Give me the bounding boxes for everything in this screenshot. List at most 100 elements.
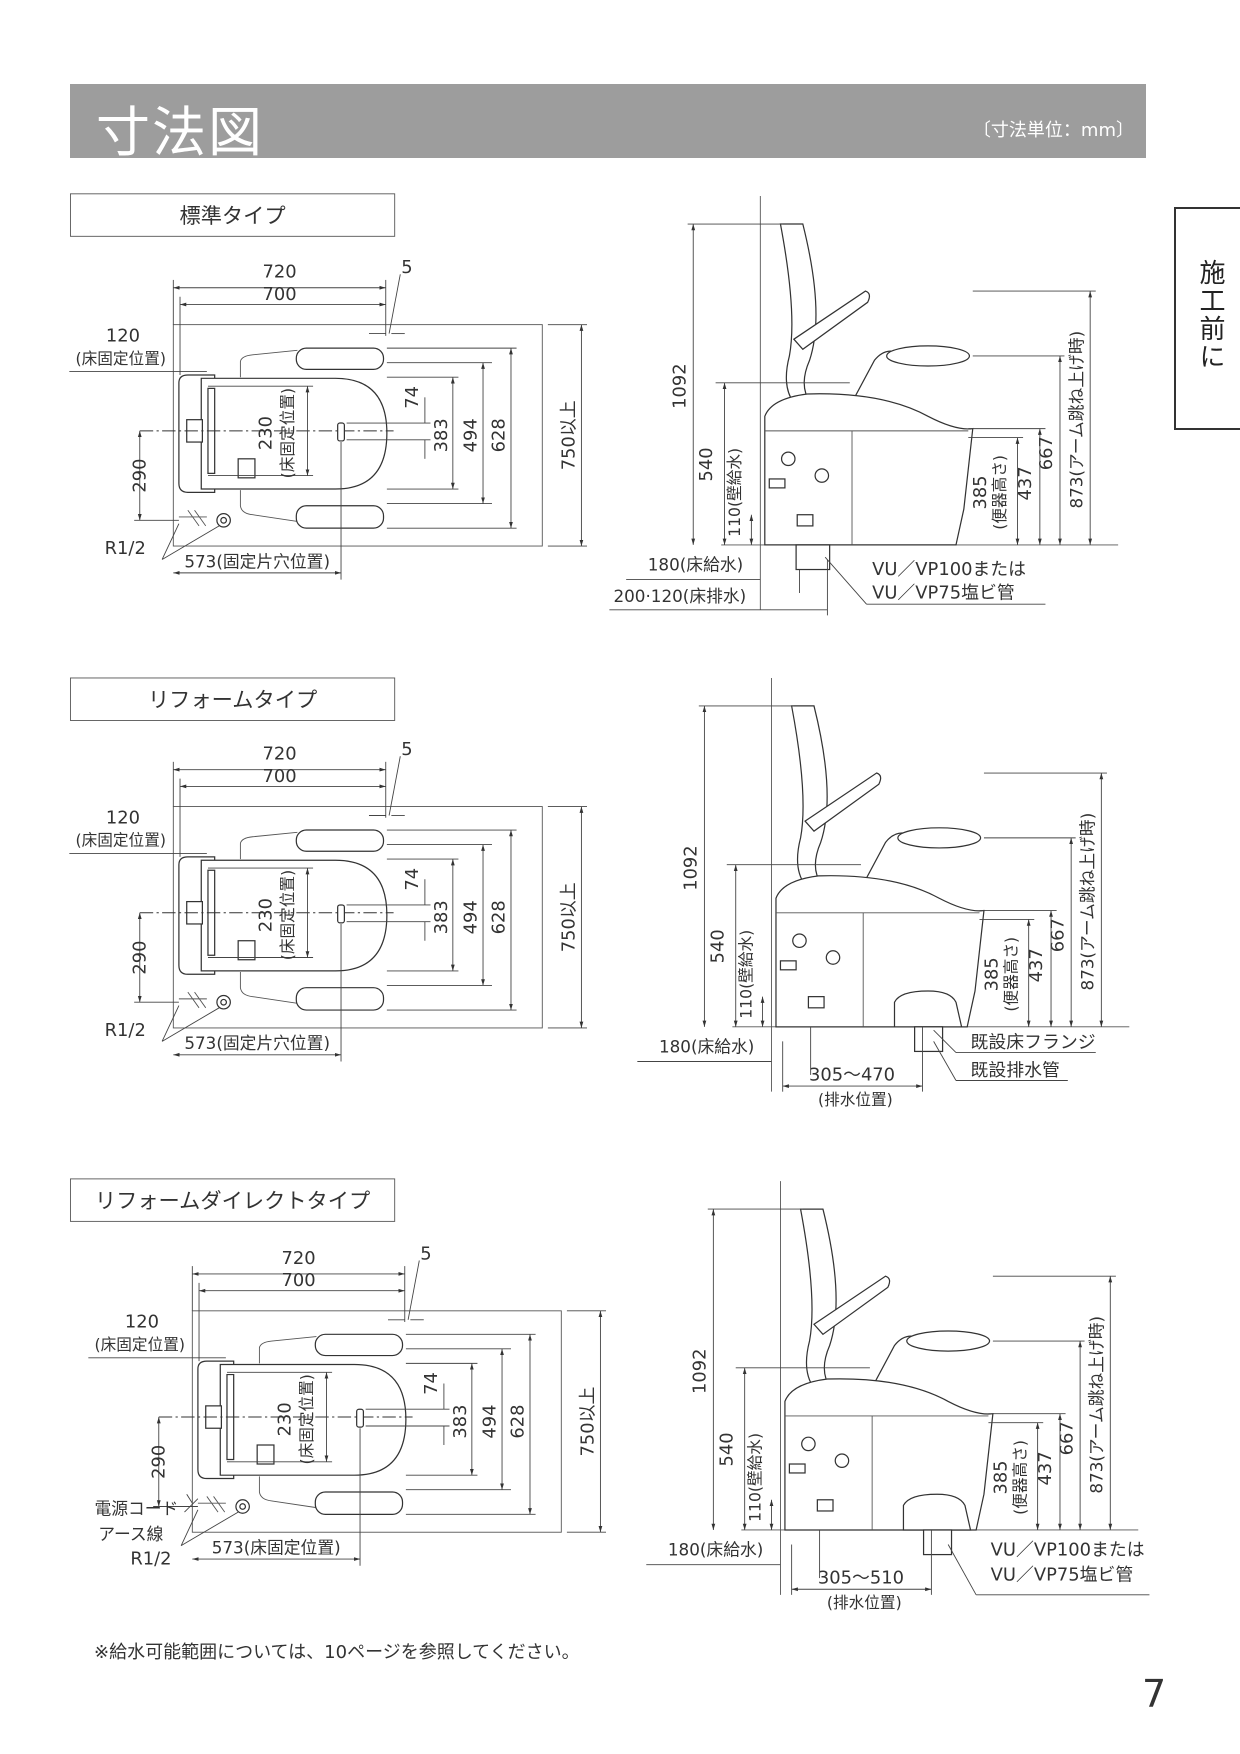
dimension-label: 573(床固定位置) (212, 1537, 341, 1557)
dimension-label: 494 (460, 418, 481, 452)
hose-joint (814, 468, 830, 483)
dimension-label: VU／VP100または (872, 559, 1026, 580)
section-label: リフォームダイレクトタイプ (95, 1189, 370, 1214)
leader (186, 1493, 193, 1504)
dimension-label: 既設排水管 (971, 1060, 1060, 1081)
footnote: ※給水可能範囲については、10ページを参照してください。 (94, 1642, 580, 1663)
drain-fitting-inner (220, 998, 228, 1006)
dimension-label: 540 (696, 447, 717, 481)
page-number: 7 (1142, 1672, 1167, 1716)
dimension-label: 385 (981, 957, 1002, 991)
leader (161, 1007, 220, 1042)
dimension-label: 1092 (669, 363, 690, 408)
floor-area-outline (191, 1310, 562, 1533)
leader (947, 1544, 977, 1596)
dimension-label: 873(アーム跳ね上げ時) (1086, 1316, 1106, 1494)
arm-frame-bottom (258, 1476, 317, 1509)
dimension-label: 110(壁給水) (736, 930, 755, 1019)
leader (161, 1005, 180, 1042)
dimension-label: VU／VP75塩ビ管 (872, 583, 1015, 604)
dimension-label: 1092 (681, 845, 702, 891)
dimension-label: 720 (262, 262, 296, 283)
dimension-label: (便器高さ) (1001, 937, 1020, 1012)
floor-area-outline (172, 806, 543, 1029)
floor-fitting (807, 996, 825, 1009)
dimension-label: 180(床給水) (648, 555, 743, 575)
armrest-bottom (295, 505, 385, 529)
dimension-label: 230 (256, 898, 277, 932)
dimension-label: VU／VP100または (991, 1540, 1145, 1561)
fixing-bolt (337, 904, 345, 924)
fixing-bolt (337, 422, 345, 442)
dimension-label: 180(床給水) (659, 1037, 754, 1057)
dimension-label: 750以上 (559, 882, 580, 952)
dimension-label: (床固定位置) (297, 1374, 316, 1464)
dimension-label: 667 (1056, 1421, 1077, 1455)
section-label-box: リフォームタイプ (69, 677, 396, 721)
valve (792, 933, 807, 949)
dimension-label: 700 (262, 766, 296, 787)
wall-supply-fitting (768, 478, 786, 489)
remote-box (237, 940, 256, 961)
dimension-label: 74 (402, 386, 423, 409)
drain-elbow (893, 990, 963, 1028)
floor-area-outline (172, 324, 543, 547)
leader (184, 1498, 199, 1513)
armrest-pad (886, 345, 971, 367)
dimension-label: 290 (129, 459, 150, 493)
dimension-label: 110(壁給水) (725, 448, 744, 537)
dimension-label: 873(アーム跳ね上げ時) (1078, 813, 1098, 991)
remote-box (256, 1444, 275, 1465)
leader (933, 1041, 957, 1081)
side-tab-label: 施工前に (1195, 259, 1225, 371)
dimension-label: 437 (1035, 1451, 1056, 1485)
section-label: 標準タイプ (179, 204, 285, 229)
dimension-label: 385 (970, 475, 991, 509)
supply-valve (197, 1496, 226, 1513)
dimension-label: 383 (431, 900, 452, 934)
remote-box (237, 458, 256, 479)
leader (161, 523, 180, 560)
dimension-label: (排水位置) (827, 1593, 902, 1612)
dimension-label: 305〜470 (809, 1064, 895, 1085)
section-label-box: リフォームダイレクトタイプ (69, 1178, 396, 1222)
dimension-label: 120 (106, 325, 140, 346)
arm-frame-bottom (239, 972, 298, 1004)
armrest-pad (897, 827, 982, 849)
backrest (799, 1208, 837, 1389)
hose-joint (825, 950, 841, 965)
dimension-label: 120 (125, 1312, 159, 1333)
leader (407, 1260, 420, 1320)
side-tab[interactable]: 施工前に (1174, 207, 1240, 430)
backrest (790, 705, 828, 886)
dimension-label: (床固定位置) (95, 1335, 185, 1354)
dimension-label: 200·120(床排水) (613, 586, 746, 606)
dimension-label: 437 (1026, 948, 1047, 982)
armrest-top (314, 1333, 404, 1357)
fixing-bolt (356, 1408, 365, 1428)
toilet-body (764, 393, 974, 546)
dimension-label: 385 (990, 1460, 1011, 1494)
dimension-label: 5 (401, 257, 412, 278)
armrest-raised (804, 772, 882, 832)
wall-supply-fitting (779, 960, 797, 971)
leader (180, 1511, 239, 1547)
armrest-top (295, 829, 385, 852)
dimension-label: 110(壁給水) (745, 1433, 764, 1522)
dimension-label: 5 (401, 739, 412, 760)
dimension-label: 180(床給水) (668, 1540, 763, 1560)
dimension-label: 628 (507, 1404, 528, 1438)
dimension-label: 290 (148, 1445, 169, 1479)
dimension-label: 437 (1015, 466, 1036, 500)
dimension-label: アース線 (98, 1524, 163, 1544)
dimension-label: R1/2 (105, 1020, 146, 1041)
dimension-label: 540 (707, 929, 728, 963)
dimension-label: (便器高さ) (990, 455, 1009, 530)
leader (180, 1509, 199, 1546)
section-label-frame (69, 193, 396, 237)
